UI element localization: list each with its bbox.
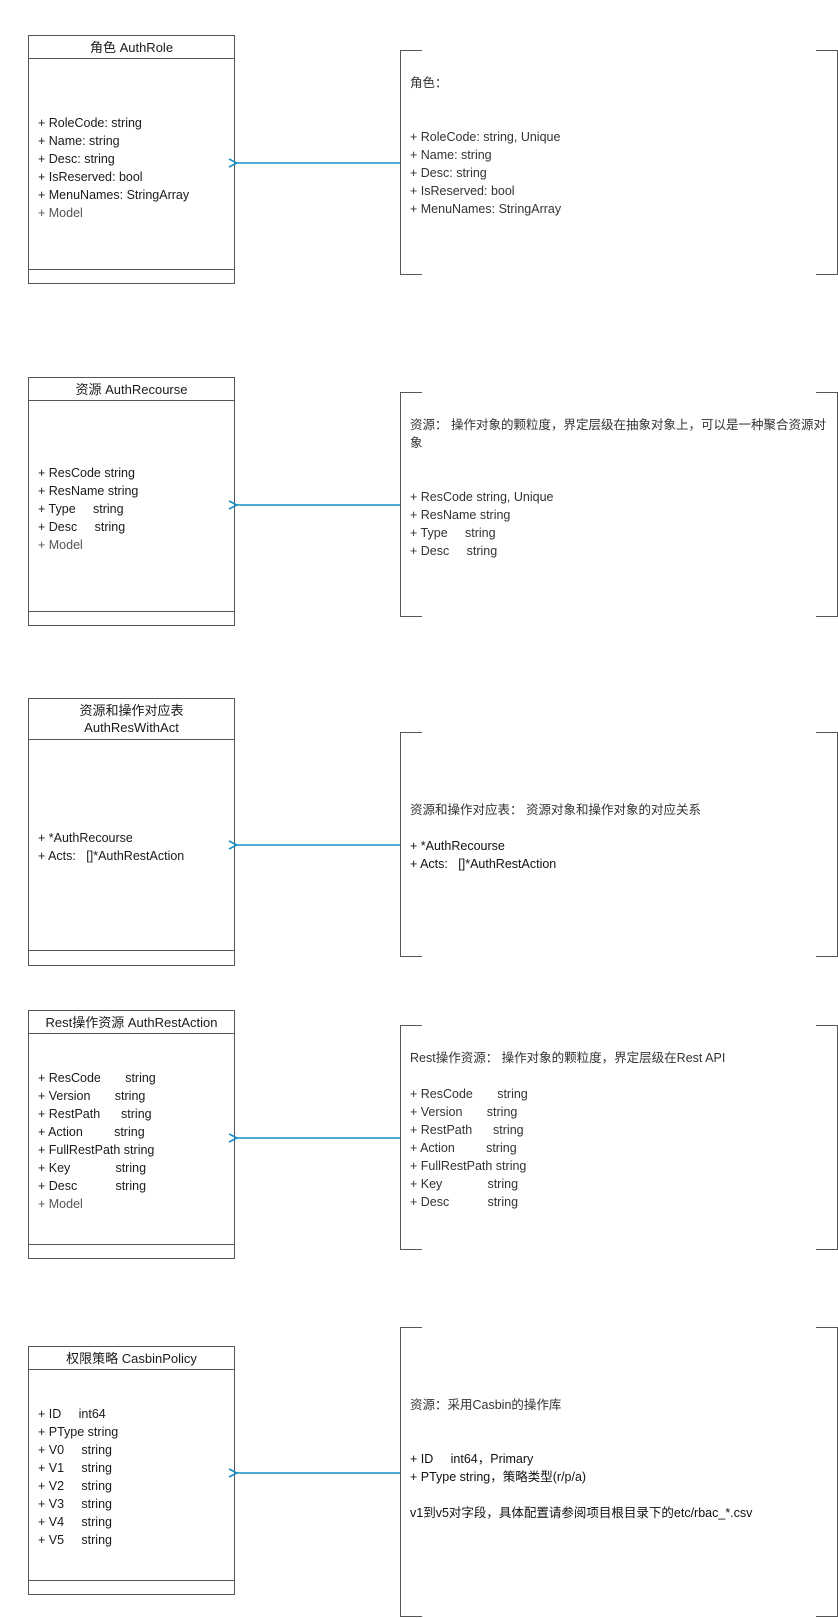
field: + Desc: string	[38, 152, 115, 166]
class-title-text: Rest操作资源 AuthRestAction	[45, 1014, 218, 1030]
note-heading: Rest操作资源： 操作对象的颗粒度，界定层级在Rest API	[410, 1051, 726, 1065]
class-box-casbinpolicy: 权限策略 CasbinPolicy + ID int64 + PType str…	[28, 1346, 235, 1595]
note-line: + ID int64，Primary	[410, 1452, 534, 1466]
note-line: + IsReserved: bool	[410, 184, 515, 198]
bracket-left	[400, 50, 422, 275]
class-title: 权限策略 CasbinPolicy	[29, 1347, 234, 1370]
field: + V4 string	[38, 1515, 112, 1529]
field: + ResCode string	[38, 466, 135, 480]
note-heading: 资源：采用Casbin的操作库	[410, 1398, 562, 1412]
note-heading: 资源： 操作对象的颗粒度，界定层级在抽象对象上，可以是一种聚合资源对象	[410, 418, 826, 450]
note-line: + RoleCode: string, Unique	[410, 130, 561, 144]
class-title: 角色 AuthRole	[29, 36, 234, 59]
field: + Desc string	[38, 520, 126, 534]
class-box-authrestaction: Rest操作资源 AuthRestAction + ResCode string…	[28, 1010, 235, 1259]
class-title: Rest操作资源 AuthRestAction	[29, 1011, 234, 1034]
annotation-note-authrestaction: Rest操作资源： 操作对象的颗粒度，界定层级在Rest API + ResCo…	[400, 1025, 838, 1250]
field: + *AuthRecourse	[38, 831, 133, 845]
note-line: + Desc string	[410, 544, 498, 558]
class-title-text: 角色 AuthRole	[89, 39, 174, 55]
note-line: + *AuthRecourse	[410, 839, 505, 853]
note-heading: 角色：	[410, 76, 448, 90]
note-line: + Name: string	[410, 148, 492, 162]
field: + Desc string	[38, 1179, 147, 1193]
note-line: + RestPath string	[410, 1123, 524, 1137]
note-line: + ResCode string, Unique	[410, 490, 554, 504]
class-title-text: 权限策略 CasbinPolicy	[66, 1350, 197, 1366]
field: + V0 string	[38, 1443, 112, 1457]
class-fields-section: + RoleCode: string + Name: string + Desc…	[29, 59, 234, 270]
field: + V3 string	[38, 1497, 112, 1511]
class-fields-section: + ResCode string + ResName string + Type…	[29, 401, 234, 612]
note-line: + Acts: []*AuthRestAction	[410, 857, 557, 871]
bracket-left	[400, 732, 422, 957]
note-line: + Type string	[410, 526, 496, 540]
field: + V5 string	[38, 1533, 112, 1547]
class-title: 资源和操作对应表 AuthResWithAct	[29, 699, 234, 740]
note-line: + MenuNames: StringArray	[410, 202, 562, 216]
field: + V1 string	[38, 1461, 112, 1475]
field: + Action string	[38, 1125, 145, 1139]
note-line: + Desc string	[410, 1195, 519, 1209]
field-model: + Model	[38, 1197, 83, 1211]
class-fields-section: + ResCode string + Version string + Rest…	[29, 1034, 234, 1245]
field: + V2 string	[38, 1479, 112, 1493]
note-line: + FullRestPath string	[410, 1159, 527, 1173]
field: + ResCode string	[38, 1071, 156, 1085]
field: + PType string	[38, 1425, 119, 1439]
field: + FullRestPath string	[38, 1143, 155, 1157]
bracket-left	[400, 1327, 422, 1617]
note-line: + Version string	[410, 1105, 518, 1119]
field: + MenuNames: StringArray	[38, 188, 190, 202]
note-line: + Desc: string	[410, 166, 487, 180]
field: + RestPath string	[38, 1107, 152, 1121]
annotation-note-authrecourse: 资源： 操作对象的颗粒度，界定层级在抽象对象上，可以是一种聚合资源对象 + Re…	[400, 392, 838, 617]
field: + Key string	[38, 1161, 147, 1175]
class-title-line2: AuthResWithAct	[84, 720, 179, 735]
field: + RoleCode: string	[38, 116, 142, 130]
class-box-authreswithact: 资源和操作对应表 AuthResWithAct + *AuthRecourse …	[28, 698, 235, 966]
note-heading: 资源和操作对应表： 资源对象和操作对象的对应关系	[410, 803, 701, 817]
field: + Name: string	[38, 134, 120, 148]
note-line: + ResCode string	[410, 1087, 528, 1101]
bracket-left	[400, 1025, 422, 1250]
note-line: + Key string	[410, 1177, 519, 1191]
class-title-text: 资源 AuthRecourse	[75, 381, 188, 397]
class-title: 资源 AuthRecourse	[29, 378, 234, 401]
field-model: + Model	[38, 206, 83, 220]
field: + Type string	[38, 502, 124, 516]
field-model: + Model	[38, 538, 83, 552]
note-footer: v1到v5对字段，具体配置请参阅项目根目录下的etc/rbac_*.csv	[410, 1506, 753, 1520]
class-fields-section: + ID int64 + PType string + V0 string + …	[29, 1370, 234, 1581]
class-box-authrole: 角色 AuthRole + RoleCode: string + Name: s…	[28, 35, 235, 284]
annotation-note-authrole: 角色： + RoleCode: string, Unique + Name: s…	[400, 50, 838, 275]
field: + Acts: []*AuthRestAction	[38, 849, 185, 863]
class-title-line1: 资源和操作对应表	[79, 703, 184, 718]
field: + Version string	[38, 1089, 146, 1103]
class-fields-section: + *AuthRecourse + Acts: []*AuthRestActio…	[29, 740, 234, 951]
field: + ID int64	[38, 1407, 106, 1421]
bracket-left	[400, 392, 422, 617]
note-line: + PType string，策略类型(r/p/a)	[410, 1470, 587, 1484]
annotation-note-casbinpolicy: 资源：采用Casbin的操作库 + ID int64，Primary + PTy…	[400, 1327, 838, 1617]
field: + ResName string	[38, 484, 139, 498]
field: + IsReserved: bool	[38, 170, 143, 184]
class-box-authrecourse: 资源 AuthRecourse + ResCode string + ResNa…	[28, 377, 235, 626]
note-line: + ResName string	[410, 508, 511, 522]
note-line: + Action string	[410, 1141, 517, 1155]
